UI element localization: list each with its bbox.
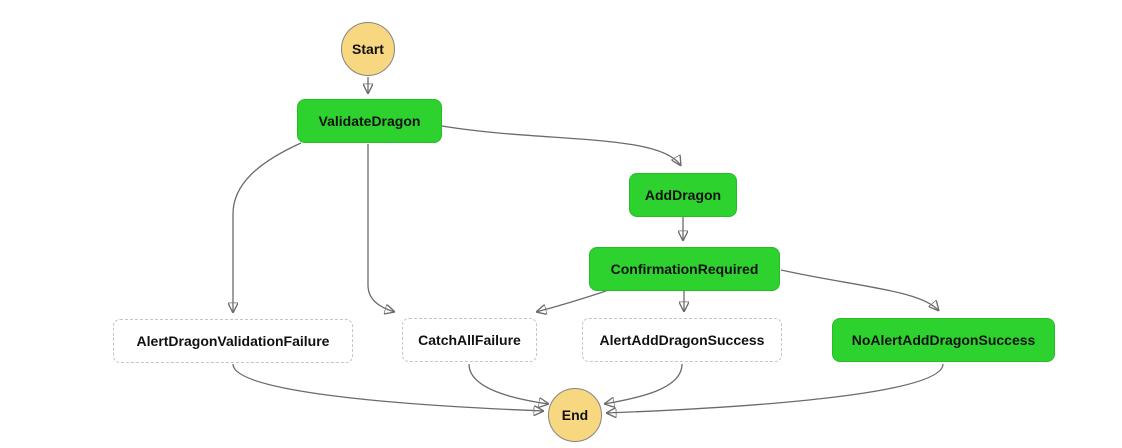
edge-alertdragonvalidationfailure-end <box>232 363 544 411</box>
node-confirmation-required-label: ConfirmationRequired <box>610 261 759 277</box>
node-start: Start <box>341 22 395 76</box>
edge-validatedragon-catchallfailure <box>367 144 395 312</box>
node-add-dragon-label: AddDragon <box>644 187 722 203</box>
node-add-dragon[interactable]: AddDragon <box>629 173 737 217</box>
node-end: End <box>548 388 602 442</box>
node-end-label: End <box>561 407 589 423</box>
edge-validatedragon-alertdragonvalidationfailure <box>233 142 302 313</box>
node-confirmation-required[interactable]: ConfirmationRequired <box>589 247 780 291</box>
node-validate-dragon[interactable]: ValidateDragon <box>297 99 442 143</box>
edge-confirmationrequired-catchallfailure <box>536 290 607 312</box>
node-alert-dragon-validation-failure[interactable]: AlertDragonValidationFailure <box>113 319 353 363</box>
node-catch-all-failure-label: CatchAllFailure <box>418 332 521 348</box>
node-start-label: Start <box>352 41 384 57</box>
node-catch-all-failure[interactable]: CatchAllFailure <box>402 318 537 362</box>
node-alert-dragon-validation-failure-label: AlertDragonValidationFailure <box>136 333 330 349</box>
edge-alertadddragonsuccess-end <box>604 363 683 404</box>
node-alert-add-dragon-success[interactable]: AlertAddDragonSuccess <box>582 318 782 362</box>
edge-validatedragon-adddragon <box>441 125 681 166</box>
edge-catchallfailure-end <box>468 363 549 404</box>
node-validate-dragon-label: ValidateDragon <box>318 113 421 129</box>
node-no-alert-add-dragon-success[interactable]: NoAlertAddDragonSuccess <box>832 318 1055 362</box>
edge-confirmationrequired-noalertadddragonsuccess <box>780 269 939 311</box>
node-no-alert-add-dragon-success-label: NoAlertAddDragonSuccess <box>851 332 1036 348</box>
node-alert-add-dragon-success-label: AlertAddDragonSuccess <box>599 332 765 348</box>
edge-noalertadddragonsuccess-end <box>606 363 944 413</box>
